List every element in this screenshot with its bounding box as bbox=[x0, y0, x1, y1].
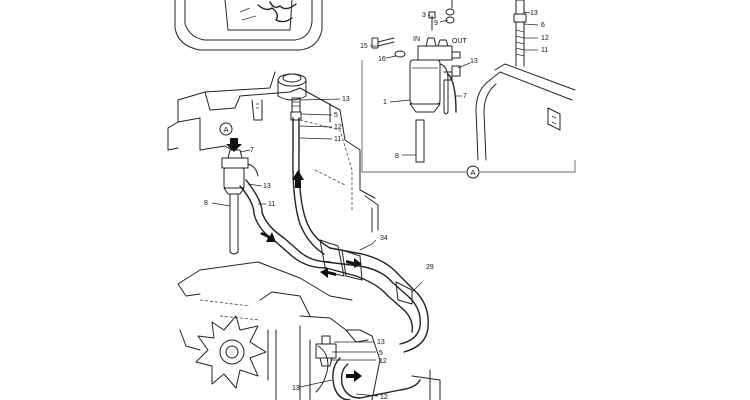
callout-detail-15: 15 bbox=[360, 43, 368, 50]
detail-marker-label: A bbox=[223, 125, 228, 134]
arrow-right-icon-2 bbox=[346, 258, 362, 268]
callout-main-11: 11 bbox=[334, 136, 341, 143]
callout-detail-6: 6 bbox=[541, 22, 545, 29]
callout-detail-3: 3 bbox=[422, 12, 426, 19]
arrow-up-icon bbox=[292, 170, 304, 188]
filter-bowl bbox=[409, 59, 441, 105]
callout-detail-13a: 13 bbox=[530, 10, 538, 17]
pipe-8 bbox=[415, 119, 425, 163]
callout-main-29: 29 bbox=[426, 264, 434, 271]
callout-bottom-12: 12 bbox=[379, 358, 387, 365]
callout-detail-13b: 13 bbox=[470, 58, 478, 65]
leader-lines bbox=[211, 11, 539, 397]
fitting-detail bbox=[515, 0, 525, 15]
flow-arrow-icon bbox=[226, 138, 242, 152]
callout-detail-9: 9 bbox=[434, 20, 438, 27]
callout-main-13b: 13 bbox=[263, 183, 271, 190]
callout-main-11b: 11 bbox=[268, 201, 275, 208]
fitting-main-top bbox=[290, 97, 302, 121]
detail-marker-main: A bbox=[219, 122, 233, 136]
callout-main-34: 34 bbox=[380, 235, 388, 242]
callout-bottom-13: 13 bbox=[377, 339, 385, 346]
callout-bottom-12b: 12 bbox=[380, 394, 388, 400]
detail-a-view: A IN OUT bbox=[361, 0, 576, 179]
callout-bottom-13b: 13 bbox=[292, 385, 300, 392]
flow-arrows bbox=[260, 170, 362, 382]
hose-clamps bbox=[319, 239, 423, 305]
callout-main-13: 13 bbox=[342, 96, 350, 103]
inlet-label: IN bbox=[413, 36, 420, 43]
detail-marker-view-label: A bbox=[470, 168, 475, 177]
arrow-left-icon bbox=[320, 268, 336, 278]
callout-numbers: 15 16 3 9 13 6 12 11 13 1 7 8 13 5 12 11… bbox=[204, 10, 549, 400]
engine-lower bbox=[177, 261, 441, 400]
engine-cover-top bbox=[174, 0, 323, 51]
callout-main-8: 8 bbox=[204, 200, 208, 207]
filter-head bbox=[417, 45, 453, 61]
callout-detail-7: 7 bbox=[463, 93, 467, 100]
arrow-right-icon bbox=[260, 232, 276, 242]
outlet-label: OUT bbox=[452, 38, 468, 45]
callout-detail-11: 11 bbox=[541, 47, 548, 54]
callout-detail-8: 8 bbox=[395, 153, 399, 160]
callout-main-5: 5 bbox=[334, 112, 338, 119]
callout-detail-1: 1 bbox=[383, 99, 387, 106]
callout-main-7: 7 bbox=[250, 147, 254, 154]
callout-detail-16: 16 bbox=[378, 56, 386, 63]
machine-frame-upper bbox=[167, 71, 379, 233]
fuel-hoses-main bbox=[239, 117, 429, 353]
arrow-right-icon-3 bbox=[346, 370, 362, 382]
callout-main-12: 12 bbox=[334, 124, 342, 131]
callout-detail-12: 12 bbox=[541, 35, 549, 42]
callout-bottom-5: 5 bbox=[379, 350, 383, 357]
fuel-filter-main bbox=[221, 138, 259, 255]
